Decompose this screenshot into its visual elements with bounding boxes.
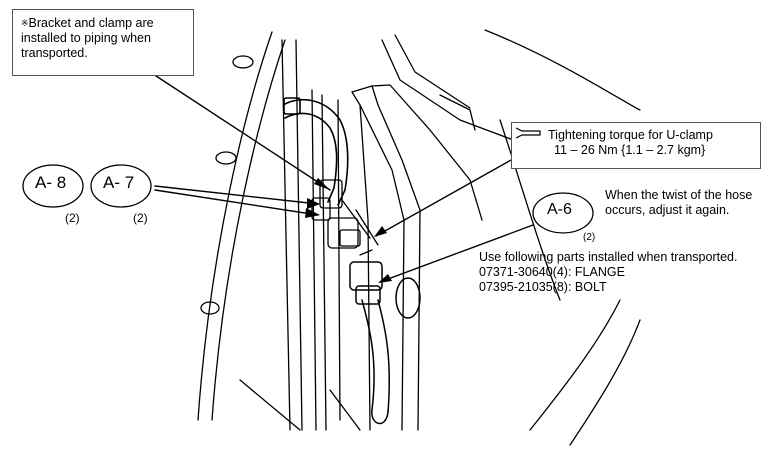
parts-item-flange: 07371-30640(4): FLANGE <box>479 265 625 279</box>
transport-note-text: Bracket and clamp are installed to pipin… <box>21 16 154 60</box>
callout-label-a8: A- 8 <box>35 173 67 192</box>
callout-a6-ellipse <box>532 192 594 234</box>
left-frame-outline <box>197 31 286 421</box>
clamp-assembly <box>311 179 379 256</box>
callout-qty-a8: (2) <box>65 211 80 225</box>
twist-note: When the twist of the hose occurs, adjus… <box>605 188 753 217</box>
parts-note: Use following parts installed when trans… <box>479 250 769 295</box>
arrowheads <box>305 178 392 283</box>
bolt-holes-left <box>200 55 254 315</box>
lower-hose <box>349 261 421 425</box>
callout-qty-a7: (2) <box>133 211 148 225</box>
base-lines <box>239 379 361 431</box>
right-frame <box>351 34 541 431</box>
torque-title: Tightening torque for U-clamp <box>548 127 713 142</box>
right-outer-frame <box>484 29 641 446</box>
torque-value: 11 – 26 Nm {1.1 – 2.7 kgm} <box>554 143 706 157</box>
transport-note-box: ※Bracket and clamp are installed to pipi… <box>12 9 194 76</box>
parts-item-bolt: 07395-21035(8): BOLT <box>479 280 607 294</box>
callout-label-a7: A- 7 <box>103 173 135 192</box>
hose-pipe <box>283 97 349 206</box>
callout-a8-ellipse <box>22 164 84 208</box>
parts-note-heading: Use following parts installed when trans… <box>479 250 738 264</box>
wrench-icon <box>509 127 542 143</box>
callout-a7-ellipse <box>90 164 152 208</box>
callout-label-a6: A-6 <box>547 201 572 218</box>
torque-box: Tightening torque for U-clamp 11 – 26 Nm… <box>509 122 761 169</box>
reference-mark: ※ <box>21 18 29 28</box>
callout-qty-a6: (2) <box>583 232 596 243</box>
leader-lines <box>149 71 534 283</box>
